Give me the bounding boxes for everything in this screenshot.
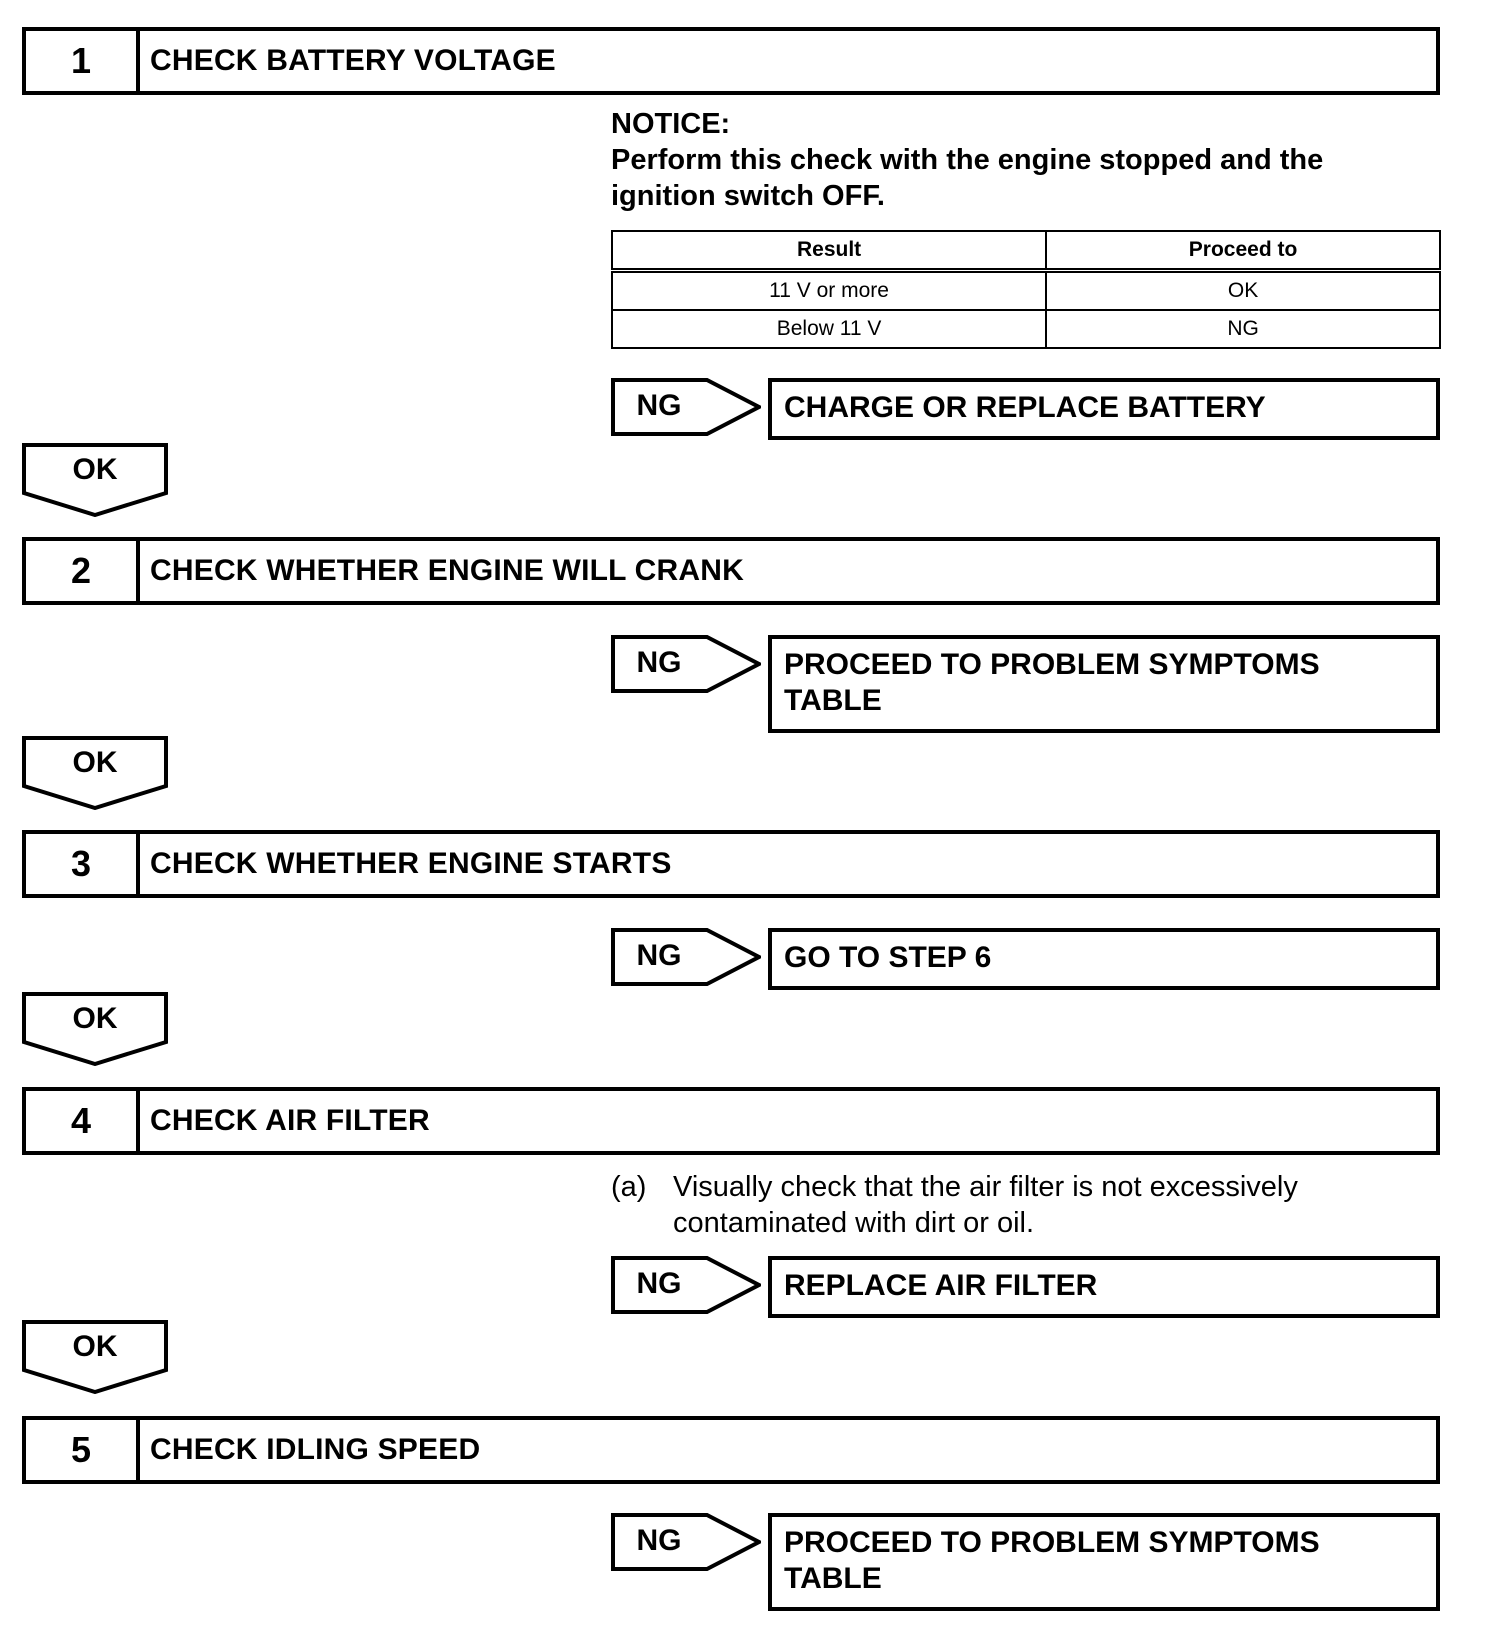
ok-arrow-shape <box>22 992 168 1066</box>
table-header-proceed: Proceed to <box>1045 230 1441 273</box>
step-title: CHECK BATTERY VOLTAGE <box>150 44 556 77</box>
ng-arrow-shape <box>611 635 761 693</box>
ng-result-line-1: CHARGE OR REPLACE BATTERY <box>784 391 1266 424</box>
ng-arrow-shape <box>611 928 761 986</box>
ng-arrow: NG <box>611 1513 761 1573</box>
step-number: 3 <box>26 834 140 894</box>
ok-arrow-shape <box>22 736 168 810</box>
step-title: CHECK WHETHER ENGINE WILL CRANK <box>150 554 744 587</box>
step-title: CHECK WHETHER ENGINE STARTS <box>150 847 672 880</box>
table-cell: NG <box>1045 309 1441 349</box>
ok-label: OK <box>72 1330 118 1363</box>
ng-label: NG <box>636 389 682 422</box>
step-3-header: 3 CHECK WHETHER ENGINE STARTS <box>22 830 1440 898</box>
ng-result-line-1: PROCEED TO PROBLEM SYMPTOMS <box>784 1526 1320 1559</box>
ok-arrow: OK <box>22 736 168 810</box>
table-row: 11 V or more OK <box>610 269 1441 311</box>
result-table: Result Proceed to 11 V or more OK Below … <box>610 230 1441 349</box>
ng-label: NG <box>636 939 682 972</box>
step-number: 2 <box>26 541 140 601</box>
ng-arrow-shape <box>611 1256 761 1314</box>
notice-line-1: Perform this check with the engine stopp… <box>611 144 1324 176</box>
step-5-header: 5 CHECK IDLING SPEED <box>22 1416 1440 1484</box>
ok-arrow-shape <box>22 1320 168 1394</box>
ok-arrow: OK <box>22 992 168 1066</box>
table-cell: Below 11 V <box>610 309 1048 349</box>
step-number: 1 <box>26 31 140 91</box>
ng-arrow-shape <box>611 1513 761 1571</box>
ng-result-box: CHARGE OR REPLACE BATTERY <box>768 378 1440 440</box>
ok-arrow: OK <box>22 1320 168 1394</box>
substep-line-1: Visually check that the air filter is no… <box>673 1171 1298 1203</box>
substep-line-2: contaminated with dirt or oil. <box>673 1207 1035 1239</box>
ng-result-line-1: REPLACE AIR FILTER <box>784 1269 1098 1302</box>
ng-label: NG <box>636 1524 682 1557</box>
ok-label: OK <box>72 453 118 486</box>
step-number: 5 <box>26 1420 140 1480</box>
step-number: 4 <box>26 1091 140 1151</box>
substep-text: Visually check that the air filter is no… <box>673 1169 1373 1241</box>
ok-arrow-shape <box>22 443 168 517</box>
table-cell: 11 V or more <box>610 269 1048 311</box>
ng-result-box: GO TO STEP 6 <box>768 928 1440 990</box>
step-title: CHECK AIR FILTER <box>150 1104 430 1137</box>
ok-label: OK <box>72 746 118 779</box>
step-title: CHECK IDLING SPEED <box>150 1433 481 1466</box>
step-2-header: 2 CHECK WHETHER ENGINE WILL CRANK <box>22 537 1440 605</box>
ng-arrow-shape <box>611 378 761 436</box>
ng-arrow: NG <box>611 1256 761 1316</box>
notice-block: NOTICE: Perform this check with the engi… <box>611 106 1441 214</box>
ng-result-line-2: TABLE <box>784 1562 882 1595</box>
notice-line-2: ignition switch OFF. <box>611 180 885 212</box>
substep-label: (a) <box>611 1171 647 1203</box>
table-header-row: Result Proceed to <box>610 230 1441 273</box>
ng-label: NG <box>636 1267 682 1300</box>
ng-arrow: NG <box>611 378 761 438</box>
ng-result-box: PROCEED TO PROBLEM SYMPTOMS TABLE <box>768 1513 1440 1611</box>
ng-arrow: NG <box>611 635 761 695</box>
step-4-header: 4 CHECK AIR FILTER <box>22 1087 1440 1155</box>
ng-result-line-1: GO TO STEP 6 <box>784 941 992 974</box>
ng-result-box: REPLACE AIR FILTER <box>768 1256 1440 1318</box>
table-cell: OK <box>1045 269 1441 311</box>
ok-label: OK <box>72 1002 118 1035</box>
ng-result-line-1: PROCEED TO PROBLEM SYMPTOMS <box>784 648 1320 681</box>
substep-a: (a) Visually check that the air filter i… <box>611 1169 1441 1243</box>
ng-result-line-2: TABLE <box>784 684 882 717</box>
table-row: Below 11 V NG <box>610 309 1441 349</box>
step-1-header: 1 CHECK BATTERY VOLTAGE <box>22 27 1440 95</box>
ng-label: NG <box>636 646 682 679</box>
ok-arrow: OK <box>22 443 168 517</box>
ng-result-box: PROCEED TO PROBLEM SYMPTOMS TABLE <box>768 635 1440 733</box>
table-header-result: Result <box>610 230 1048 273</box>
ng-arrow: NG <box>611 928 761 988</box>
notice-label: NOTICE: <box>611 108 731 140</box>
